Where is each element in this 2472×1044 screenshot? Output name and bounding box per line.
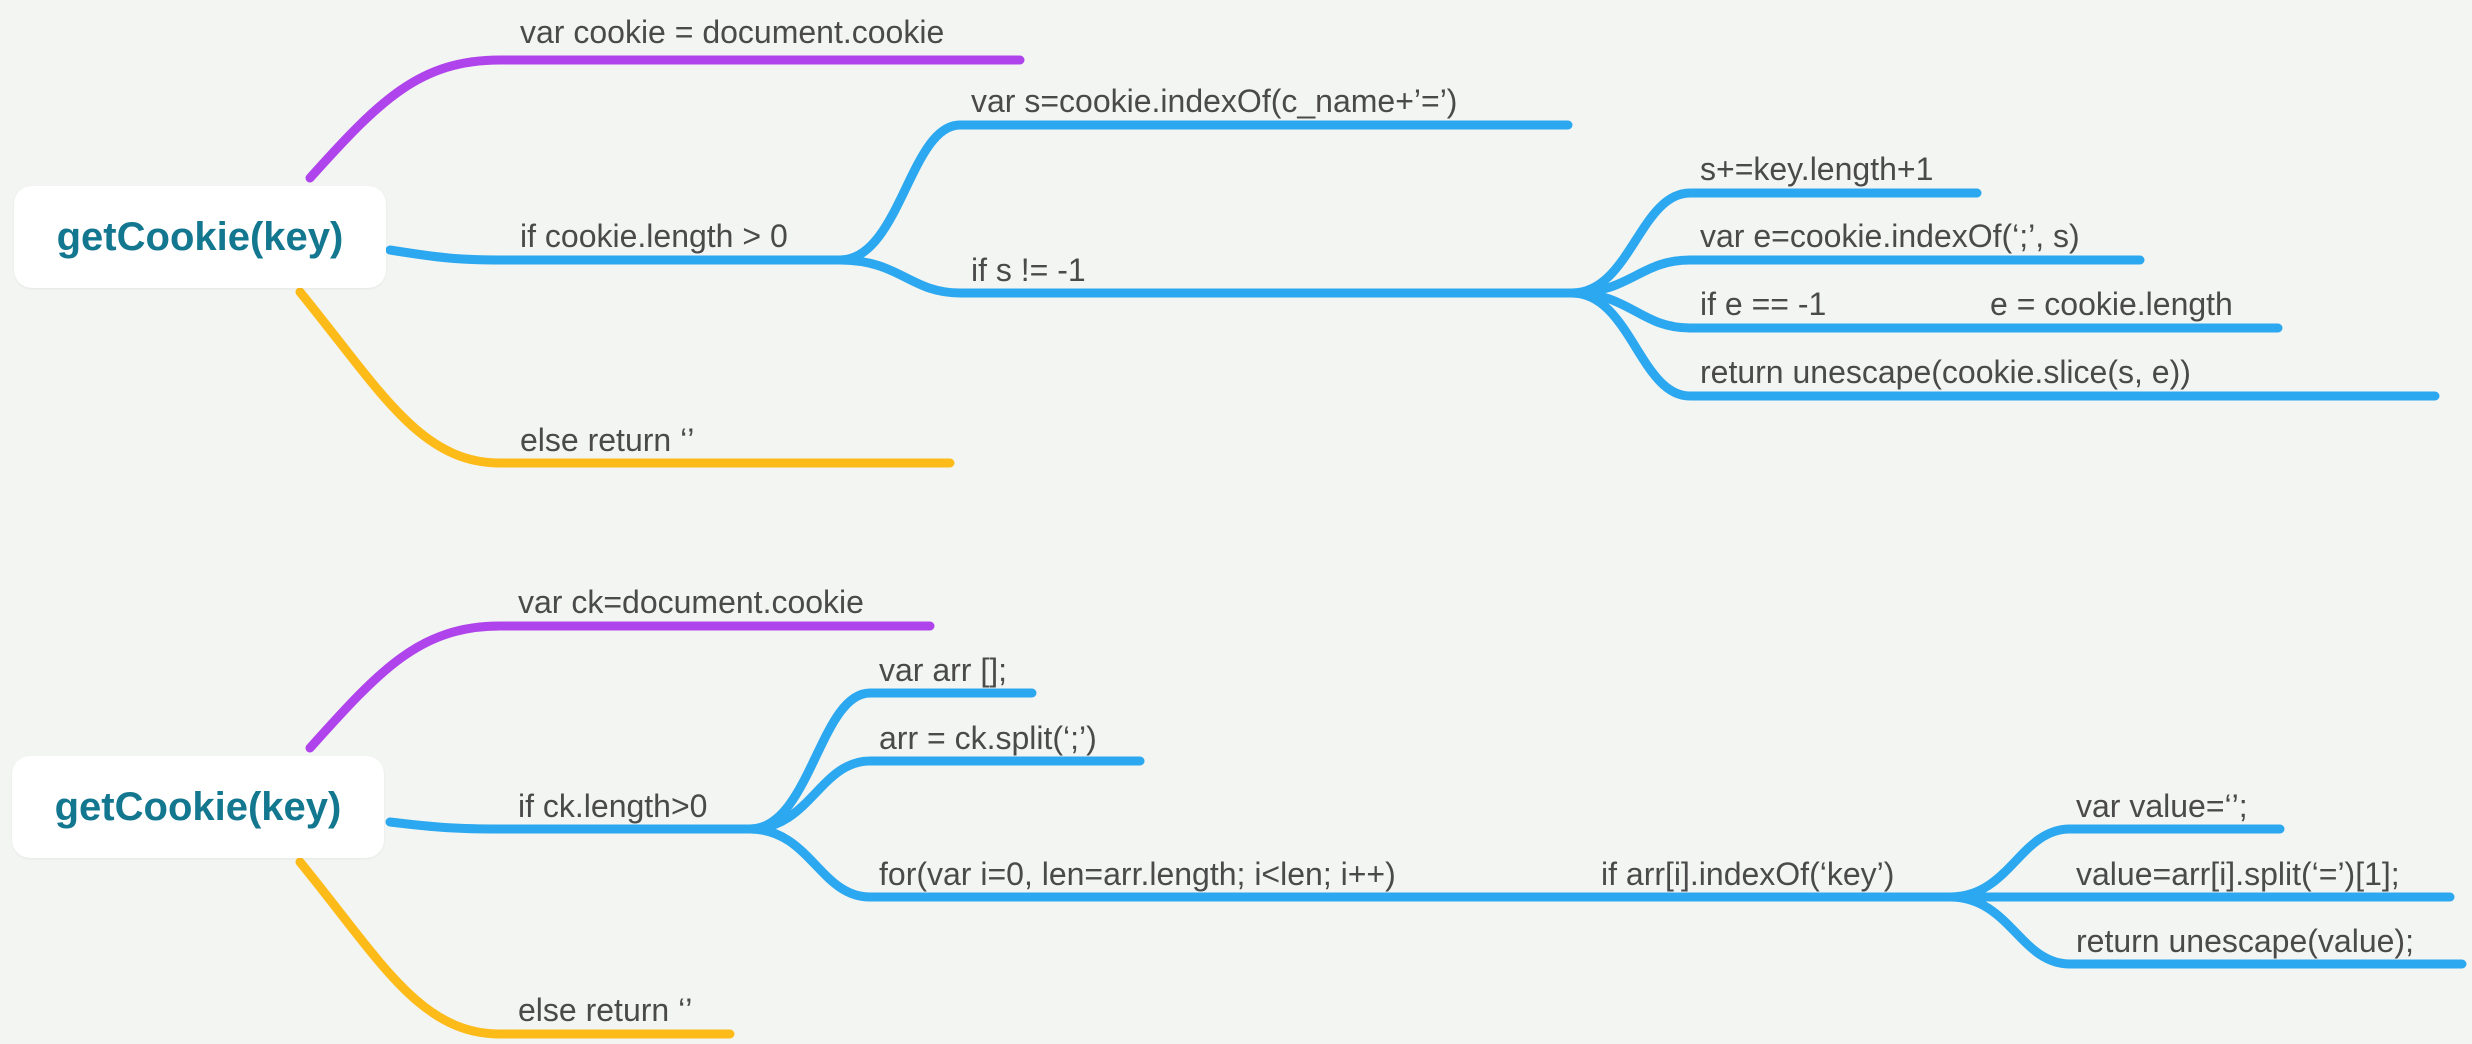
edge-root1-else [295, 287, 955, 468]
node-arr-split[interactable]: arr = ck.split(‘;’) [879, 720, 1097, 756]
edge-if-indexof-return [1945, 892, 2467, 969]
edge-root2-if-ck [385, 817, 755, 834]
node-for-loop[interactable]: for(var i=0, len=arr.length; i<len; i++) [879, 856, 1396, 892]
node-if-ck-length[interactable]: if ck.length>0 [518, 788, 708, 824]
node-return-unescape[interactable]: return unescape(cookie.slice(s, e)) [1700, 354, 2191, 390]
node-var-e[interactable]: var e=cookie.indexOf(‘;’, s) [1700, 218, 2080, 254]
node-else-return-2[interactable]: else return ‘’ [518, 992, 693, 1028]
node-if-e[interactable]: if e == -1 [1700, 286, 1827, 322]
node-if-cookie-length[interactable]: if cookie.length > 0 [520, 218, 788, 254]
node-var-arr[interactable]: var arr []; [879, 652, 1008, 688]
node-if-s[interactable]: if s != -1 [971, 252, 1086, 288]
edge-if-ck-arr-split [745, 756, 1145, 834]
node-var-ck[interactable]: var ck=document.cookie [518, 584, 864, 620]
edge-if-s-return [1567, 288, 2440, 401]
node-var-cookie[interactable]: var cookie = document.cookie [520, 14, 945, 50]
node-if-indexof[interactable]: if arr[i].indexOf(‘key’) [1601, 856, 1895, 892]
node-e-assign[interactable]: e = cookie.length [1990, 286, 2233, 322]
node-s-plus[interactable]: s+=key.length+1 [1700, 151, 1934, 187]
node-value-split[interactable]: value=arr[i].split(‘=’)[1]; [2076, 856, 2400, 892]
edge-root2-var-ck [305, 621, 935, 753]
node-else-return[interactable]: else return ‘’ [520, 422, 695, 458]
edge-if-length-if-s [835, 255, 1577, 298]
node-var-value[interactable]: var value=‘’; [2076, 788, 2248, 824]
node-return-value[interactable]: return unescape(value); [2076, 923, 2414, 959]
edge-root1-var-cookie [305, 55, 1025, 183]
edge-if-ck-for [745, 824, 1955, 902]
edge-root1-if-length [385, 245, 845, 265]
edge-root2-else [295, 857, 735, 1039]
root-node-1[interactable]: getCookie(key) [14, 186, 386, 288]
node-var-s[interactable]: var s=cookie.indexOf(c_name+’=’) [971, 83, 1458, 119]
edge-if-length-var-s [835, 120, 1573, 265]
root-node-2[interactable]: getCookie(key) [12, 756, 384, 858]
